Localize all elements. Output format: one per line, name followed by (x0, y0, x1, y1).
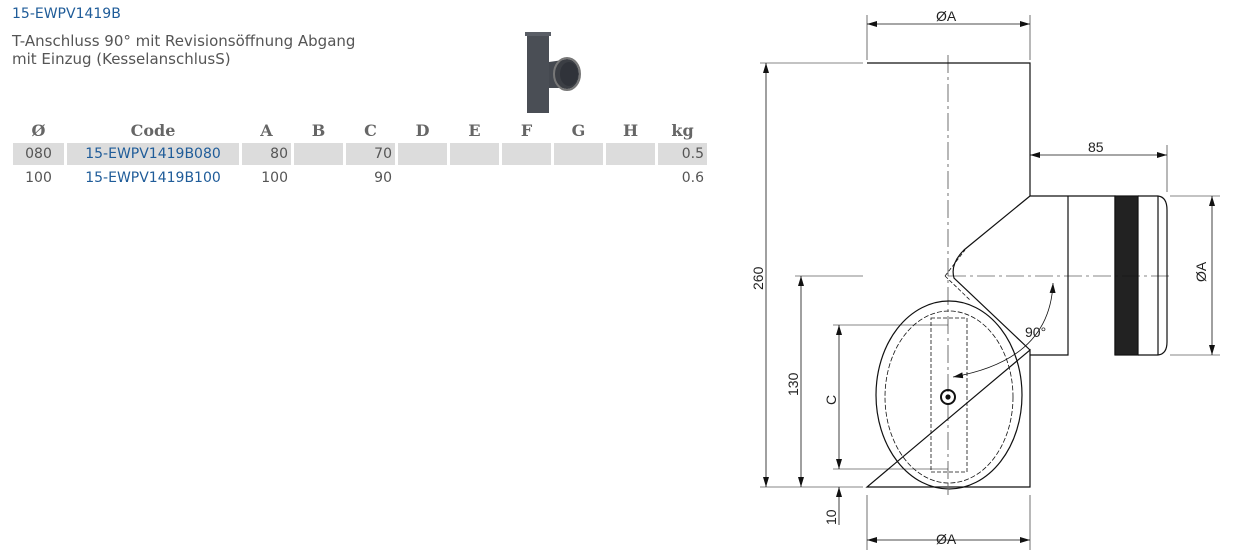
table-cell (294, 167, 343, 189)
label-branch-length: 85 (1088, 139, 1104, 155)
table-cell (294, 143, 343, 165)
inspection-opening (875, 300, 1023, 490)
table-cell: 0.5 (658, 143, 707, 165)
column-header: D (415, 120, 430, 140)
table-cell: 0.6 (681, 170, 704, 186)
column-header: Ø (31, 120, 46, 140)
table-cell: 100 (261, 170, 288, 186)
table-cell (606, 167, 655, 189)
label-angle: 90° (1025, 324, 1046, 340)
table-cell (502, 143, 551, 165)
product-description: T-Anschluss 90° mit Revisionsöffnung Abg… (12, 32, 432, 68)
description-line-1: T-Anschluss 90° mit Revisionsöffnung Abg… (12, 32, 356, 50)
table-cell (554, 143, 603, 165)
product-image (525, 32, 581, 113)
table-cell (450, 143, 499, 165)
table-cell (450, 167, 499, 189)
label-base: 10 (823, 509, 839, 525)
column-header: E (468, 120, 481, 140)
column-header: C (364, 120, 377, 140)
table-cell (606, 143, 655, 165)
label-bottom-diameter: ØA (936, 531, 957, 547)
product-code-title: 15-EWPV1419B (12, 6, 121, 22)
column-header: A (260, 120, 273, 140)
branch-gasket (1114, 195, 1139, 356)
main-pipe-outline (865, 62, 1031, 488)
technical-drawing: ØA ØA 85 90° ØA 260 130 C 10 (750, 8, 1220, 550)
product-code-link[interactable]: 15-EWPV1419B080 (67, 143, 239, 165)
label-height: 260 (750, 266, 766, 290)
column-header: B (311, 120, 326, 140)
table-cell (554, 167, 603, 189)
column-header: Code (130, 120, 176, 140)
column-header: H (622, 120, 639, 140)
label-branch-height: 130 (785, 372, 801, 396)
table-cell: 70 (346, 143, 395, 165)
table-cell (398, 143, 447, 165)
table-row: 100 15-EWPV1419B100 100 90 0.6 (13, 167, 707, 189)
column-header: F (520, 120, 533, 140)
label-top-diameter: ØA (936, 8, 957, 24)
product-code-link[interactable]: 15-EWPV1419B100 (85, 170, 221, 186)
angle-arc (952, 282, 1056, 379)
table-cell (502, 167, 551, 189)
table-cell: 80 (242, 143, 291, 165)
column-header: kg (671, 120, 694, 140)
label-branch-diameter: ØA (1193, 261, 1209, 282)
description-line-2: mit Einzug (KesselanschlusS) (12, 50, 231, 68)
table-cell: 100 (25, 170, 52, 186)
table-cell: 90 (374, 170, 392, 186)
table-cell: 080 (13, 143, 64, 165)
column-header: G (571, 120, 586, 140)
label-c: C (823, 395, 839, 405)
table-cell (398, 167, 447, 189)
